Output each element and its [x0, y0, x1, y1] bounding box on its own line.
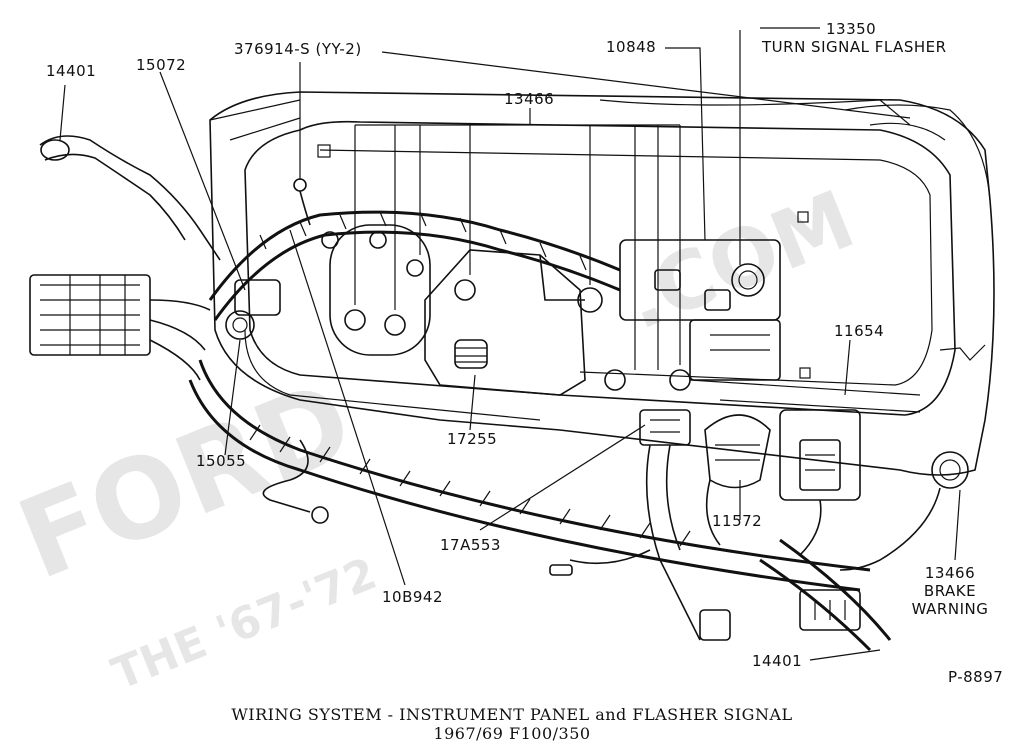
gauge-cluster: [329, 224, 781, 396]
label-11654: 11654: [834, 322, 885, 340]
label-10848: 10848: [606, 38, 657, 56]
label-turn-signal-flasher: TURN SIGNAL FLASHER: [762, 38, 947, 56]
label-376914-s: 376914-S (YY-2): [234, 40, 362, 58]
label-15055: 15055: [196, 452, 247, 470]
caption-subtitle: 1967/69 F100/350: [433, 724, 591, 743]
label-17255: 17255: [447, 430, 498, 448]
label-15072: 15072: [136, 56, 187, 74]
label-13466-brake-warning: 13466 BRAKE WARNING: [904, 564, 996, 618]
main-harness: [29, 135, 969, 652]
label-warning: WARNING: [911, 600, 989, 618]
label-brake: BRAKE: [923, 582, 977, 600]
watermark: FORD .COM THE '67-'72: [2, 173, 867, 700]
label-13350: 13350: [826, 20, 877, 38]
label-14401-top: 14401: [46, 62, 97, 80]
label-13466-top: 13466: [504, 90, 555, 108]
leader-lines: [59, 27, 961, 661]
instrument-panel-outline: [209, 91, 995, 476]
label-11572: 11572: [712, 512, 763, 530]
label-10b942: 10B942: [382, 588, 444, 606]
caption-title: WIRING SYSTEM - INSTRUMENT PANEL and FLA…: [231, 705, 793, 724]
label-17a553: 17A553: [440, 536, 501, 554]
svg-text:THE '67-'72: THE '67-'72: [105, 548, 384, 700]
label-13466-brake-number: 13466: [924, 564, 976, 582]
svg-text:FORD: FORD: [2, 356, 370, 604]
figure-reference: P-8897: [948, 668, 1004, 686]
label-14401-bottom: 14401: [752, 652, 803, 670]
